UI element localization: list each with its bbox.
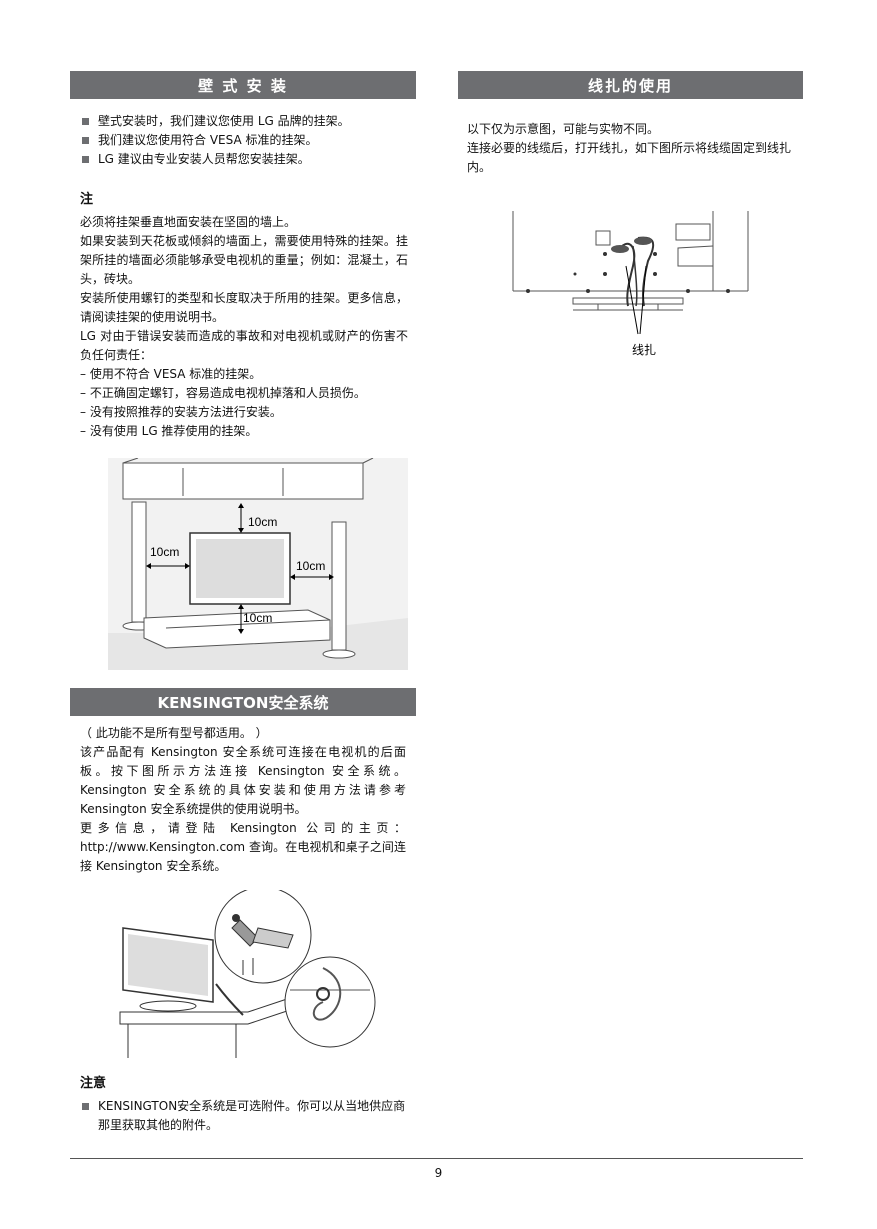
cable-tie-header-text: 线扎的使用 — [587, 76, 673, 95]
kensington-note-bullet: KENSINGTON安全系统是可选附件。你可以从当地供应商那里获取其他的附件。 — [80, 1097, 410, 1135]
wall-mount-header: 壁 式 安 装 — [70, 71, 416, 99]
note-paragraph: LG 对由于错误安装而造成的事故和对电视机或财产的伤害不负任何责任： — [80, 329, 408, 362]
clearance-label-top: 10cm — [248, 515, 277, 529]
kensington-paragraph: （ 此功能不是所有型号都适用。 ） — [80, 726, 268, 740]
cable-tie-header: 线扎的使用 — [458, 71, 803, 99]
page-number: 9 — [434, 1166, 443, 1180]
kensington-body: （ 此功能不是所有型号都适用。 ） 该产品配有 Kensington 安全系统可… — [80, 724, 406, 876]
kensington-note: 注意 KENSINGTON安全系统是可选附件。你可以从当地供应商那里获取其他的附… — [80, 1074, 410, 1135]
cable-tie-paragraph: 连接必要的线缆后，打开线扎，如下图所示将线缆固定到线扎内。 — [467, 141, 792, 174]
cable-tie-label: 线扎 — [632, 343, 656, 357]
cable-tie-figure: 线扎 — [512, 211, 749, 357]
dash-item: – 没有使用 LG 推荐使用的挂架。 — [80, 424, 258, 438]
wall-mount-bullets: 壁式安装时，我们建议您使用 LG 品牌的挂架。 我们建议您使用符合 VESA 标… — [80, 112, 410, 169]
bullet-item: 壁式安装时，我们建议您使用 LG 品牌的挂架。 — [80, 112, 410, 131]
clearance-label-bottom: 10cm — [243, 611, 272, 625]
note-paragraph: 如果安装到天花板或倾斜的墙面上，需要使用特殊的挂架。挂架所挂的墙面必须能够承受电… — [80, 234, 408, 286]
kensington-header-text: KENSINGTON安全系统 — [157, 693, 329, 712]
bullet-item: LG 建议由专业安装人员帮您安装挂架。 — [80, 150, 410, 169]
note-paragraph: 必须将挂架垂直地面安装在坚固的墙上。 — [80, 215, 297, 229]
wall-mount-note: 注 必须将挂架垂直地面安装在坚固的墙上。 如果安装到天花板或倾斜的墙面上，需要使… — [80, 190, 408, 441]
footer-rule — [70, 1158, 803, 1159]
kensington-paragraph: 更多信息，请登陆 Kensington 公司的主页：http://www.Ken… — [80, 821, 406, 873]
dash-item: – 没有按照推荐的安装方法进行安装。 — [80, 405, 282, 419]
dash-item: – 不正确固定螺钉，容易造成电视机掉落和人员损伤。 — [80, 386, 366, 400]
dash-item: – 使用不符合 VESA 标准的挂架。 — [80, 367, 262, 381]
wall-mount-header-text: 壁 式 安 装 — [198, 76, 288, 95]
wall-mount-clearance-figure: 10cm 10cm 10cm 10cm — [108, 458, 408, 670]
kensington-lock-figure — [119, 890, 376, 1058]
cable-tie-body: 以下仅为示意图，可能与实物不同。 连接必要的线缆后，打开线扎，如下图所示将线缆固… — [467, 120, 797, 177]
bullet-item: 我们建议您使用符合 VESA 标准的挂架。 — [80, 131, 410, 150]
clearance-label-right: 10cm — [296, 559, 325, 573]
kensington-header: KENSINGTON安全系统 — [70, 688, 416, 716]
note-title: 注 — [80, 192, 94, 207]
note-paragraph: 安装所使用螺钉的类型和长度取决于所用的挂架。更多信息，请阅读挂架的使用说明书。 — [80, 291, 408, 324]
cable-tie-paragraph: 以下仅为示意图，可能与实物不同。 — [467, 122, 660, 136]
kensington-note-title: 注意 — [80, 1076, 107, 1091]
kensington-paragraph: 该产品配有 Kensington 安全系统可连接在电视机的后面板。按下图所示方法… — [80, 745, 406, 816]
clearance-label-left: 10cm — [150, 545, 179, 559]
